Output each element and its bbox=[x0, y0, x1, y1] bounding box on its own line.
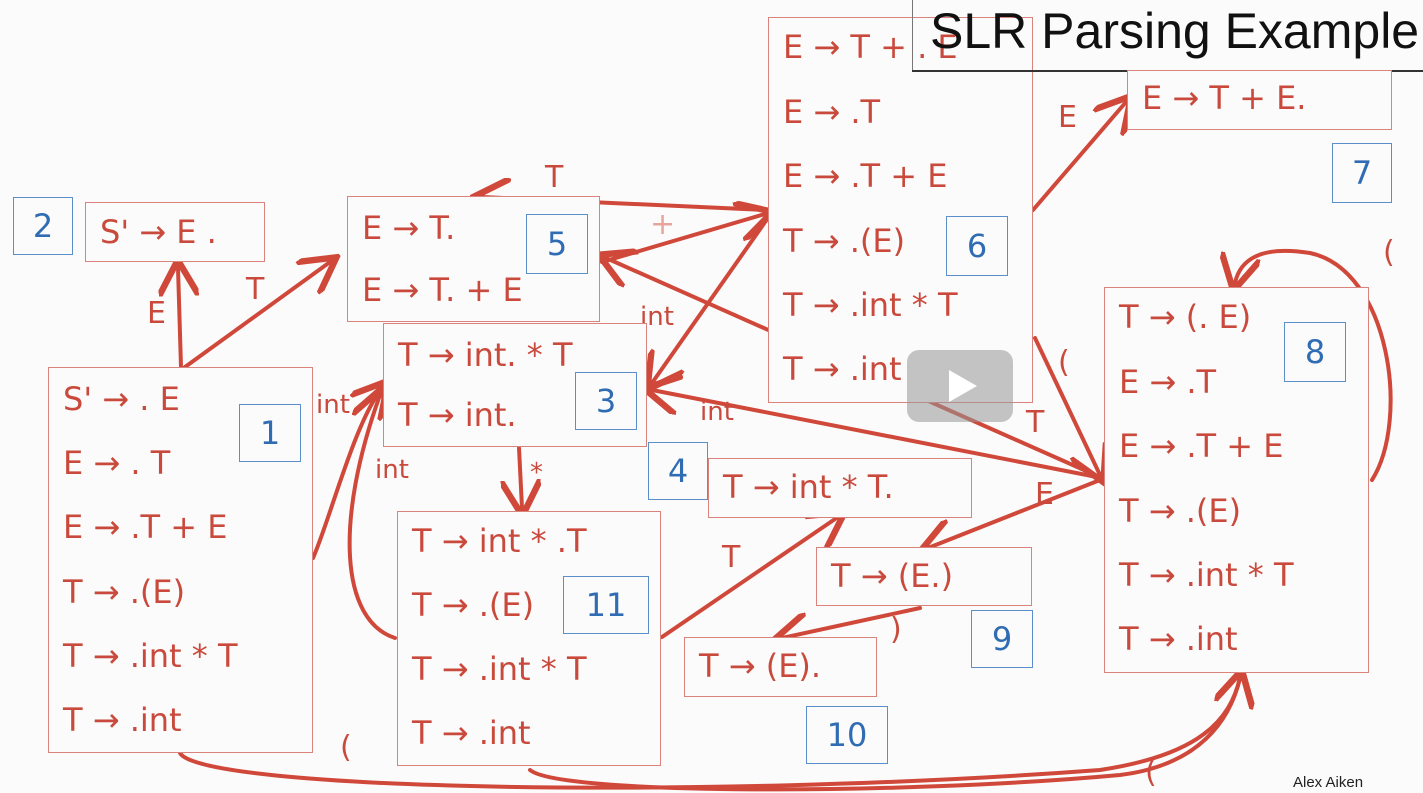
edge-label-11-8: ( bbox=[1145, 755, 1157, 790]
edge-1-to-8 bbox=[178, 678, 1240, 790]
state-11-item: T → int * .T bbox=[412, 522, 587, 560]
state-6-number: 6 bbox=[946, 216, 1008, 276]
edge-label-8-8: ( bbox=[1383, 235, 1395, 270]
edge-label-1-5: T bbox=[246, 272, 265, 307]
state-5-number: 5 bbox=[526, 214, 588, 274]
state-11-item: T → .int bbox=[412, 714, 531, 752]
edge-label-6-8: ( bbox=[1058, 345, 1070, 380]
edge-6-to-3 bbox=[652, 213, 772, 383]
edge-8-to-3 bbox=[652, 390, 1104, 480]
play-icon bbox=[949, 370, 977, 402]
edge-label-1-3: int bbox=[316, 390, 350, 420]
state-11-box: T → int * .T T → .(E) T → .int * T T → .… bbox=[397, 511, 661, 766]
state-9-item: T → (E.) bbox=[831, 557, 954, 595]
edge-8-to-9 bbox=[928, 478, 1102, 548]
state-9-number: 9 bbox=[971, 610, 1033, 668]
edge-3-to-11 bbox=[519, 446, 522, 508]
state-4-box: T → int * T. bbox=[708, 458, 972, 518]
state-6-item: T → .(E) bbox=[783, 222, 906, 260]
state-4-number: 4 bbox=[648, 442, 708, 500]
state-10-number: 10 bbox=[806, 706, 888, 764]
state-6-item: E → .T bbox=[783, 93, 881, 131]
state-4-item: T → int * T. bbox=[723, 468, 894, 506]
state-8-item: T → (. E) bbox=[1119, 298, 1252, 336]
edge-label-1-2: E bbox=[147, 296, 166, 331]
state-2-number: 2 bbox=[13, 197, 73, 255]
state-8-item: E → .T + E bbox=[1119, 427, 1284, 465]
state-2-item: S' → E . bbox=[100, 213, 217, 251]
state-3-number: 3 bbox=[575, 372, 637, 430]
edge-label-3-11: * bbox=[530, 458, 543, 488]
state-5-item: E → T. bbox=[362, 209, 456, 247]
state-8-box: T → (. E) E → .T E → .T + E T → .(E) T →… bbox=[1104, 287, 1369, 673]
edge-11-to-4 bbox=[660, 517, 838, 639]
state-6-item: E → .T + E bbox=[783, 157, 948, 195]
edge-label-6-7: E bbox=[1058, 100, 1077, 135]
state-6-box: E → T + . E E → .T E → .T + E T → .(E) T… bbox=[768, 17, 1033, 403]
state-7-number: 7 bbox=[1332, 143, 1392, 203]
edge-1-to-2 bbox=[178, 268, 181, 369]
state-1-item: T → .(E) bbox=[63, 573, 186, 611]
state-1-item: E → . T bbox=[63, 444, 171, 482]
edge-label-1-8: ( bbox=[340, 730, 352, 765]
edge-9-to-10 bbox=[782, 606, 922, 638]
state-6-item: T → .int bbox=[783, 350, 902, 388]
state-7-item: E → T + E. bbox=[1142, 79, 1307, 117]
edge-6-to-8 bbox=[1033, 336, 1100, 475]
state-8-number: 8 bbox=[1284, 322, 1346, 382]
state-1-item: T → .int bbox=[63, 701, 182, 739]
slide-title: SLR Parsing Example bbox=[930, 3, 1420, 59]
state-6-item: T → .int * T bbox=[783, 286, 958, 324]
edge-11-to-3 bbox=[347, 395, 397, 640]
edge-label-8-9: E bbox=[1035, 477, 1054, 512]
edge-8-to-8 bbox=[1235, 248, 1393, 482]
edge-6-to-7 bbox=[1031, 102, 1126, 212]
state-6-item: E → T + . E bbox=[783, 28, 958, 66]
title-divider bbox=[912, 0, 913, 70]
state-1-item: T → .int * T bbox=[63, 637, 238, 675]
edge-11-to-8 bbox=[528, 678, 1240, 792]
author-credit: Alex Aiken bbox=[1293, 774, 1364, 791]
state-11-item: T → .(E) bbox=[412, 586, 535, 624]
state-10-box: T → (E). bbox=[684, 637, 877, 697]
state-11-item: T → .int * T bbox=[412, 650, 587, 688]
state-3-item: T → int. bbox=[398, 396, 517, 434]
state-9-box: T → (E.) bbox=[816, 547, 1032, 606]
state-2-box: S' → E . bbox=[85, 202, 265, 262]
state-10-item: T → (E). bbox=[699, 647, 822, 685]
edge-label-6-5: T bbox=[545, 160, 564, 195]
edge-label-11-4: T bbox=[722, 540, 741, 575]
state-11-number: 11 bbox=[563, 576, 649, 634]
edge-label-9-10: ) bbox=[890, 612, 902, 647]
state-7-box: E → T + E. bbox=[1127, 70, 1392, 130]
edge-label-8-5: T bbox=[1026, 405, 1045, 440]
edge-label-8-3: int bbox=[700, 397, 734, 427]
edge-label-5-6: + bbox=[650, 207, 676, 242]
state-1-item: E → .T + E bbox=[63, 508, 228, 546]
state-8-item: T → .(E) bbox=[1119, 492, 1242, 530]
state-8-item: E → .T bbox=[1119, 363, 1217, 401]
state-3-item: T → int. * T bbox=[398, 336, 573, 374]
edge-1-to-5 bbox=[183, 262, 330, 369]
state-8-item: T → .int * T bbox=[1119, 556, 1294, 594]
state-1-item: S' → . E bbox=[63, 380, 180, 418]
edge-label-11-3: int bbox=[375, 455, 409, 485]
state-8-item: T → .int bbox=[1119, 620, 1238, 658]
play-button[interactable] bbox=[907, 350, 1013, 422]
state-5-item: E → T. + E bbox=[362, 271, 523, 309]
state-1-number: 1 bbox=[239, 404, 301, 462]
